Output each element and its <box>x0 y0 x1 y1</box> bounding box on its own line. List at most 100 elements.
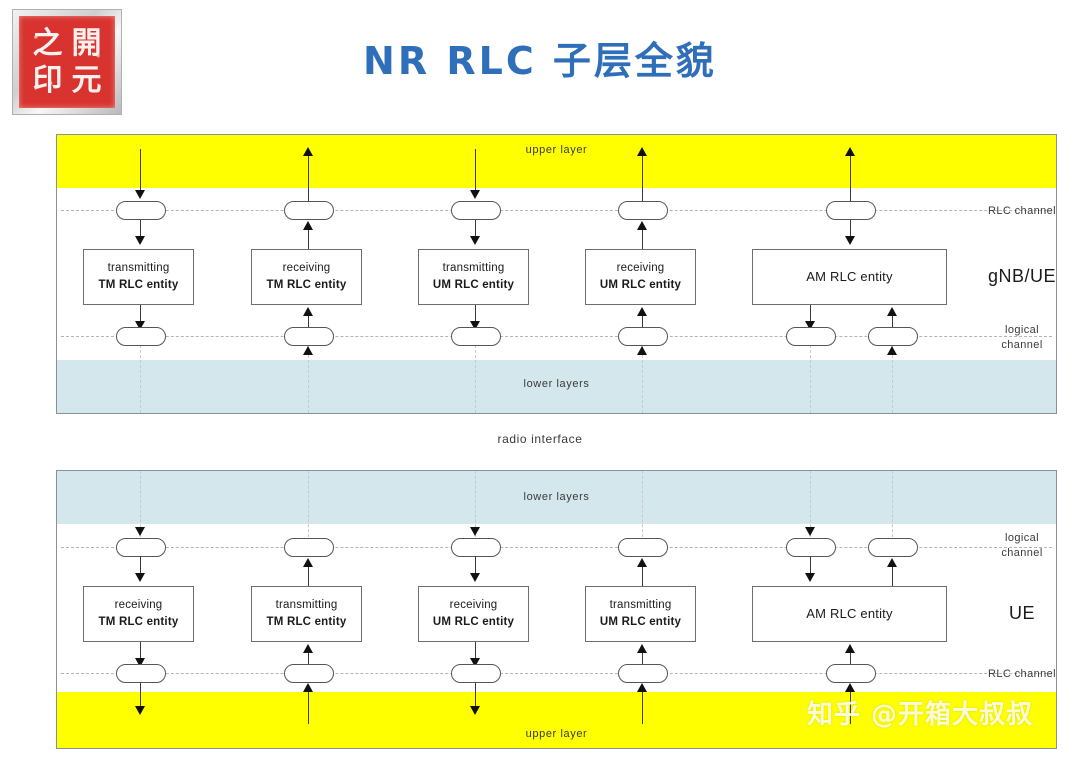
bottom-col5-arrow-out <box>850 653 851 664</box>
seal-char-1: 之 <box>32 25 63 61</box>
seal-char-2: 開 <box>71 25 102 61</box>
bottom-entity-box-3[interactable]: receiving UM RLC entity <box>418 586 529 642</box>
top-entity-box-5[interactable]: AM RLC entity <box>752 249 947 305</box>
top-col5-sap-lower-tx <box>786 327 836 346</box>
top-col2-sap-lower <box>284 327 334 346</box>
top-col2-arrowhead-in <box>303 346 313 355</box>
top-side-label-gnb-ue: gNB/UE <box>987 266 1057 286</box>
top-col4-arrowhead-out <box>637 147 647 156</box>
bottom-col5-arrowhead-out <box>845 644 855 653</box>
top-rlc-channel-label: RLC channel <box>988 205 1056 217</box>
top-entity-3-line2: UM RLC entity <box>432 279 515 291</box>
bottom-logical-channel-line <box>61 547 1052 548</box>
bottom-entity-box-2[interactable]: transmitting TM RLC entity <box>251 586 362 642</box>
bottom-col1-arrowhead-mid <box>135 573 145 582</box>
top-col2-arrowhead-out <box>303 147 313 156</box>
bottom-entity-2-line1: transmitting <box>275 599 338 612</box>
top-col3-arrowhead-in <box>470 190 480 199</box>
top-lower-layers-label: lower layers <box>523 378 590 390</box>
top-entity-1-line1: transmitting <box>107 262 170 275</box>
bottom-col5-arrowhead-in <box>805 527 815 536</box>
bottom-col1-arrowhead-final <box>135 706 145 715</box>
bottom-lower-layers-label: lower layers <box>523 491 590 503</box>
top-col2-arrowhead-in2 <box>303 307 313 316</box>
bottom-col5-arrowhead-mid <box>805 573 815 582</box>
bottom-entity-box-1[interactable]: receiving TM RLC entity <box>83 586 194 642</box>
bottom-col4-arrowhead-mid <box>637 558 647 567</box>
bottom-logical-channel-label-line1: logical <box>1005 532 1039 544</box>
top-entity-box-1[interactable]: transmitting TM RLC entity <box>83 249 194 305</box>
bottom-col5-sap-lower <box>826 664 876 683</box>
top-col4-arrowhead-in2 <box>637 307 647 316</box>
bottom-col4-arrow-final <box>642 692 643 724</box>
top-col5-arrowhead-rx <box>887 307 897 316</box>
top-entity-box-3[interactable]: transmitting UM RLC entity <box>418 249 529 305</box>
top-col4-arrowhead-in <box>637 346 647 355</box>
bottom-vdash-6 <box>892 471 893 537</box>
top-col3-arrow-in <box>475 149 476 195</box>
top-col5-arrowhead-rx-in <box>887 346 897 355</box>
top-col5-arrow-rx <box>892 316 893 327</box>
top-logical-channel-line <box>61 336 1052 337</box>
bottom-col1-arrow-final <box>140 683 141 711</box>
bottom-entity-box-5[interactable]: AM RLC entity <box>752 586 947 642</box>
bottom-upper-layer-band: upper layer <box>57 692 1056 748</box>
bottom-entity-1-line2: TM RLC entity <box>98 616 179 628</box>
bottom-col1-sap-upper <box>116 538 166 557</box>
top-entity-3-line1: transmitting <box>442 262 505 275</box>
top-col1-sap-upper <box>116 201 166 220</box>
top-entity-box-4[interactable]: receiving UM RLC entity <box>585 249 696 305</box>
top-vdash-5 <box>810 345 811 413</box>
top-diagram-frame: upper layer lower layers transmitting TM… <box>56 134 1057 414</box>
top-col4-sap-lower <box>618 327 668 346</box>
bottom-col4-sap-lower <box>618 664 668 683</box>
top-entity-4-line2: UM RLC entity <box>599 279 682 291</box>
bottom-rlc-channel-line <box>61 673 1052 674</box>
top-logical-channel-label-line1: logical <box>1005 324 1039 336</box>
seal-characters: 之 開 印 元 <box>28 25 106 99</box>
bottom-diagram-frame: lower layers upper layer receiving TM RL… <box>56 470 1057 749</box>
top-entity-2-line2: TM RLC entity <box>266 279 347 291</box>
top-col1-arrow-mid <box>140 220 141 240</box>
bottom-vdash-3 <box>475 471 476 537</box>
bottom-entity-1-line1: receiving <box>114 599 163 612</box>
bottom-col5-arrowhead-in <box>845 683 855 692</box>
top-entity-box-2[interactable]: receiving TM RLC entity <box>251 249 362 305</box>
top-col1-arrowhead-mid <box>135 236 145 245</box>
top-upper-layer-band: upper layer <box>57 135 1056 188</box>
top-col3-arrowhead-mid <box>470 236 480 245</box>
bottom-entity-box-4[interactable]: transmitting UM RLC entity <box>585 586 696 642</box>
top-col5-arrow-out <box>850 156 851 201</box>
top-rlc-channel-line <box>61 210 1052 211</box>
bottom-col3-arrow-out <box>475 642 476 664</box>
bottom-entity-4-line1: transmitting <box>609 599 672 612</box>
top-upper-layer-label: upper layer <box>525 144 588 156</box>
bottom-col2-arrow-final <box>308 692 309 724</box>
top-logical-channel-label-line2: channel <box>1001 339 1043 351</box>
bottom-col2-arrowhead-in2 <box>303 644 313 653</box>
bottom-col2-sap-upper <box>284 538 334 557</box>
bottom-col3-arrow-final <box>475 683 476 711</box>
top-vdash-4 <box>642 345 643 413</box>
bottom-col5-arrow-final <box>850 692 851 724</box>
bottom-col5-arrow-mid <box>810 557 811 577</box>
top-col2-arrow-in2 <box>308 316 309 327</box>
top-col2-arrowhead-mid <box>303 221 313 230</box>
top-col2-sap-upper <box>284 201 334 220</box>
top-col4-sap-upper <box>618 201 668 220</box>
top-col1-arrowhead-out <box>135 321 145 330</box>
bottom-col2-arrow-mid <box>308 567 309 586</box>
top-vdash-3 <box>475 345 476 413</box>
top-lower-layers-band: lower layers <box>57 360 1056 413</box>
bottom-col1-arrowhead-in <box>135 527 145 536</box>
top-col4-arrow-out <box>642 156 643 201</box>
bottom-col3-sap-upper <box>451 538 501 557</box>
bottom-col2-arrow-in2 <box>308 653 309 664</box>
bottom-col5-arrowhead-tx <box>887 558 897 567</box>
top-col5-arrow-tx <box>810 305 811 327</box>
bottom-vdash-1 <box>140 471 141 537</box>
radio-interface-label: radio interface <box>497 432 583 446</box>
top-col5-sap-upper <box>826 201 876 220</box>
page-title: NR RLC 子层全貌 <box>363 39 717 83</box>
bottom-col1-arrow-mid <box>140 557 141 577</box>
